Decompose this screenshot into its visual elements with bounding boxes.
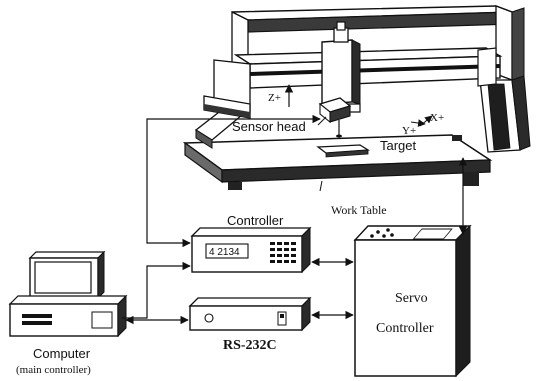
x-axis-label: X+ xyxy=(430,112,444,124)
computer-base xyxy=(10,296,126,336)
sensor-head-leader xyxy=(318,117,326,125)
servo-label-line2: Controller xyxy=(376,321,434,336)
rs232c-unit xyxy=(190,298,310,330)
sensor-head-label: Sensor head xyxy=(232,119,306,134)
computer-monitor xyxy=(30,252,104,298)
gantry-machine xyxy=(185,6,530,191)
controller-display-reading: 4 2134 xyxy=(209,247,240,258)
target-label: Target xyxy=(380,138,417,153)
computer-sub-label: (main controller) xyxy=(16,364,91,376)
work-table xyxy=(185,135,490,190)
rs232c-label: RS-232C xyxy=(223,338,277,353)
work-table-label: Work Table xyxy=(331,203,387,217)
sensor-head xyxy=(320,98,350,138)
computer-label: Computer xyxy=(33,346,91,361)
computer-unit xyxy=(10,252,126,336)
z-axis-label: Z+ xyxy=(268,92,281,104)
controller-label: Controller xyxy=(227,213,284,228)
servo-label-line1: Servo xyxy=(395,291,428,306)
computer-to-controller-cable xyxy=(122,266,190,318)
work-table-leader xyxy=(320,181,322,191)
y-axis-label: Y+ xyxy=(402,125,416,137)
